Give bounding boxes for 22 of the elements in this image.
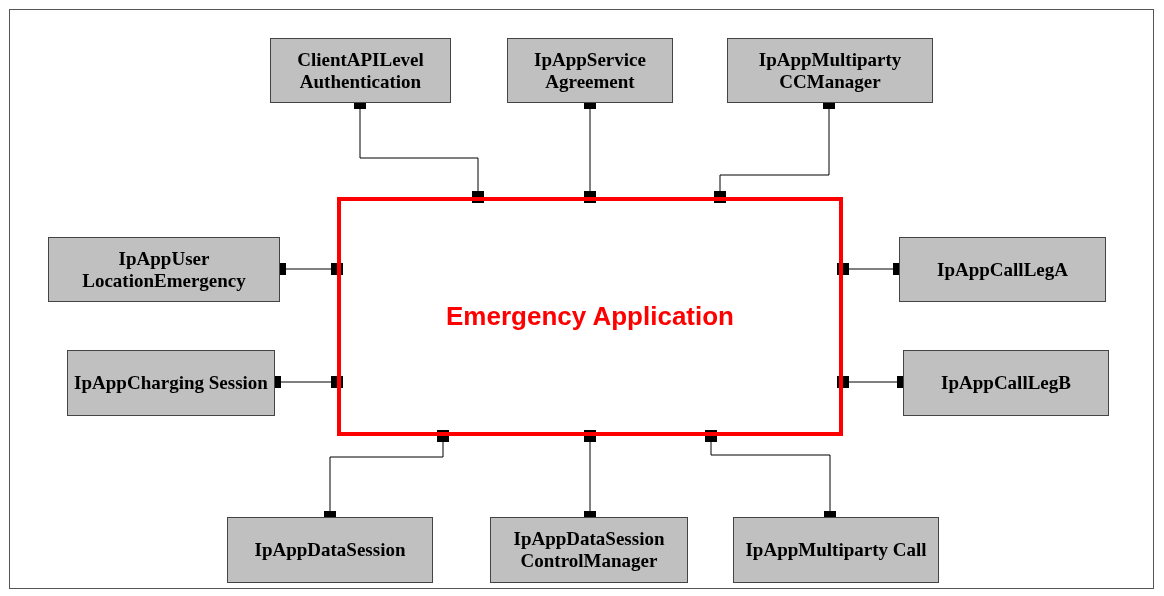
component-label: IpAppDataSession bbox=[254, 539, 406, 561]
component-box bbox=[227, 517, 433, 583]
component-box bbox=[490, 517, 688, 583]
application-box bbox=[337, 197, 843, 436]
component-box bbox=[67, 350, 275, 416]
component-label: IpAppCallLegA bbox=[937, 258, 1068, 281]
component-label: IpAppCharging Session bbox=[74, 372, 268, 394]
component-label: IpAppDataSession ControlManager bbox=[512, 528, 666, 572]
component-box bbox=[270, 38, 451, 103]
component-box bbox=[903, 350, 1109, 416]
component-label: IpAppMultiparty CCManager bbox=[757, 48, 903, 93]
application-title: Emergency Application bbox=[446, 301, 734, 332]
component-box bbox=[727, 38, 933, 103]
component-label: IpAppMultiparty Call bbox=[745, 539, 927, 561]
component-label: IpAppService Agreement bbox=[533, 48, 647, 93]
component-box bbox=[48, 237, 280, 302]
component-label: IpAppCallLegB bbox=[941, 372, 1071, 394]
component-label: IpAppUser LocationEmergency bbox=[81, 247, 247, 292]
component-box bbox=[733, 517, 939, 583]
component-label: ClientAPILevel Authentication bbox=[296, 48, 425, 93]
component-box bbox=[899, 237, 1106, 302]
component-box bbox=[507, 38, 673, 103]
